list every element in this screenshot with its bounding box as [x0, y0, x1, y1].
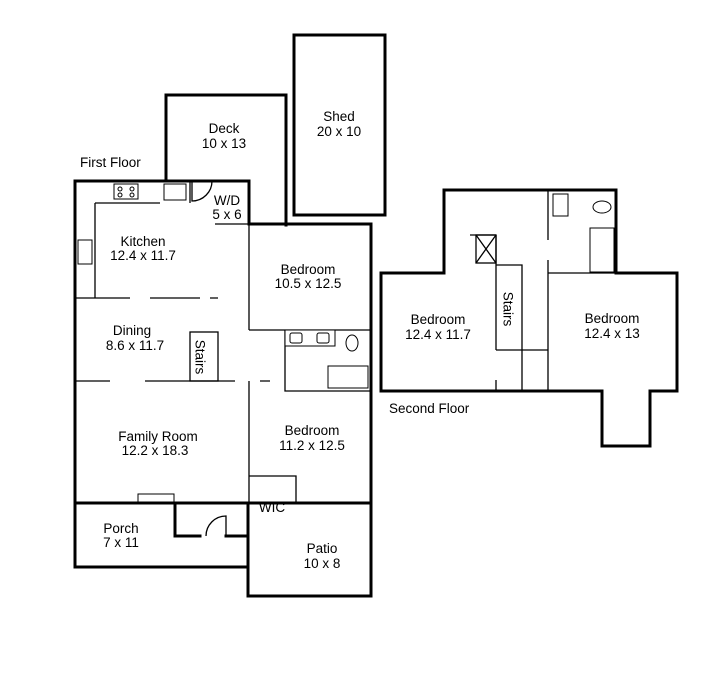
- bedroom2-size: 11.2 x 12.5: [279, 438, 345, 453]
- porch-name: Porch: [103, 521, 138, 536]
- dining-name: Dining: [113, 323, 151, 338]
- fridge-icon: [163, 183, 187, 201]
- sink-basin-icon: [316, 332, 330, 344]
- first-stairs-label: Stairs: [192, 340, 207, 375]
- kitchen-walls: [75, 202, 218, 299]
- stair-hatch: [475, 234, 497, 264]
- fireplace-icon: [137, 493, 175, 503]
- bedroom-left-name: Bedroom: [411, 312, 466, 327]
- second-floor-title: Second Floor: [389, 401, 470, 416]
- bedroom-right-size: 12.4 x 13: [584, 326, 640, 341]
- second-floor-outer-wall: [379, 188, 679, 448]
- tub-icon: [589, 227, 615, 273]
- sink-icon: [552, 193, 569, 217]
- deck-name: Deck: [209, 121, 240, 136]
- bedroom2-walls: [248, 381, 297, 503]
- stair-hatch-cross: [475, 234, 497, 264]
- bedroom1-name: Bedroom: [281, 262, 336, 277]
- shed-name: Shed: [323, 109, 355, 124]
- wd-size: 5 x 6: [212, 207, 241, 222]
- stove-icon: [113, 183, 139, 200]
- toilet-icon: [592, 200, 612, 214]
- first-floor-title: First Floor: [80, 155, 141, 170]
- second-floor-plan: Bedroom 12.4 x 11.7 Stairs Bedroom 12.4 …: [379, 188, 679, 448]
- second-stairs-label: Stairs: [500, 292, 515, 327]
- shed-outline: [292, 33, 387, 217]
- burner-icon: [129, 192, 135, 198]
- wd-walls: [189, 181, 249, 225]
- wd-name: W/D: [214, 193, 240, 208]
- family-room-name: Family Room: [118, 429, 198, 444]
- burner-icon: [129, 186, 135, 192]
- patio-size: 10 x 8: [304, 556, 341, 571]
- wic-name: WIC: [259, 500, 285, 515]
- porch-size: 7 x 11: [103, 535, 139, 550]
- toilet-icon: [345, 334, 359, 352]
- first-floor-plan: First Floor Deck 10 x 13 Shed 20 x 10 W/…: [73, 33, 387, 598]
- porch-outline: [73, 501, 250, 569]
- deck-door-swing: [191, 180, 213, 202]
- patio-name: Patio: [307, 541, 338, 556]
- kitchen-size: 12.4 x 11.7: [110, 248, 176, 263]
- bedroom-left-size: 12.4 x 11.7: [405, 327, 471, 342]
- family-room-size: 12.2 x 18.3: [122, 443, 189, 458]
- sink-basin-icon: [289, 332, 303, 344]
- tub-icon: [327, 365, 369, 389]
- bedroom-right-name: Bedroom: [585, 311, 640, 326]
- deck-size: 10 x 13: [202, 136, 246, 151]
- burner-icon: [117, 192, 123, 198]
- bedroom1-size: 10.5 x 12.5: [275, 276, 342, 291]
- burner-icon: [117, 186, 123, 192]
- deck-outline: [164, 93, 288, 227]
- kitchen-name: Kitchen: [120, 234, 165, 249]
- kitchen-sink-icon: [77, 239, 93, 265]
- patio-outline: [246, 501, 373, 598]
- dining-size: 8.6 x 11.7: [106, 338, 164, 353]
- entry-notch: [173, 501, 250, 538]
- entry-door-swing: [205, 515, 227, 537]
- shed-size: 20 x 10: [317, 124, 361, 139]
- bedroom2-name: Bedroom: [285, 423, 340, 438]
- second-floor-interior-walls: [470, 190, 616, 391]
